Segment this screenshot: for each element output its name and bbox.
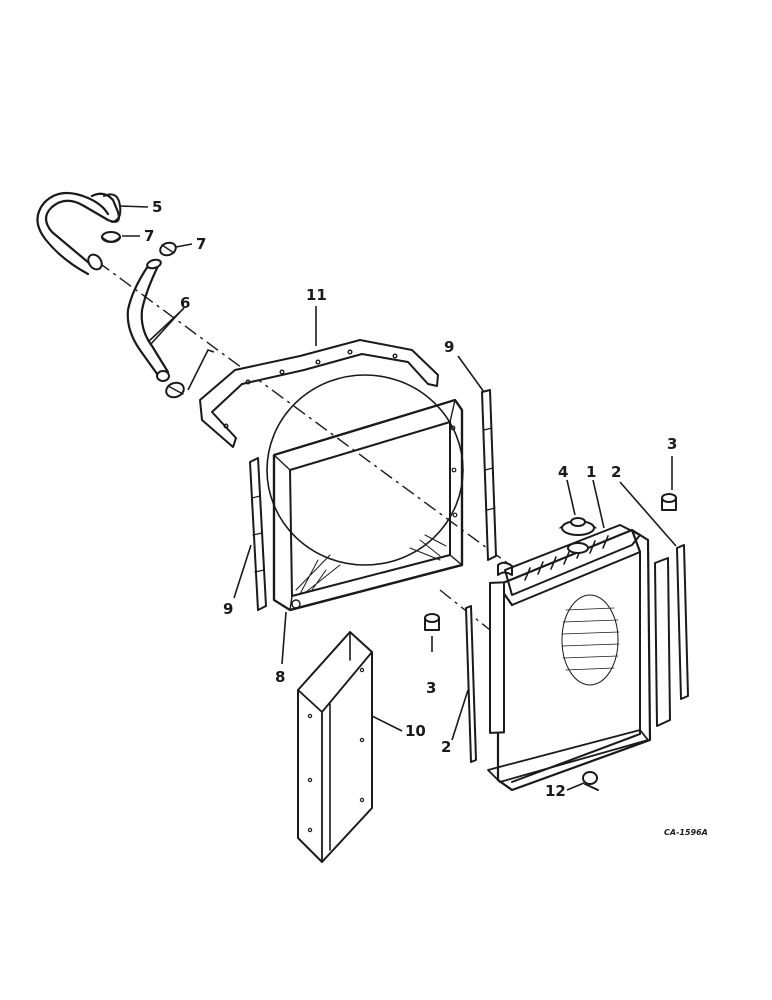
figure-code: CA-1596A bbox=[664, 828, 708, 837]
leader-lines bbox=[119, 205, 677, 791]
callout-3-left: 3 bbox=[426, 679, 436, 697]
callout-6: 6 bbox=[180, 294, 190, 312]
centerline-lower bbox=[439, 589, 491, 631]
callout-12: 12 bbox=[545, 782, 566, 800]
upper-hose bbox=[36, 191, 122, 276]
seal-strip-left bbox=[249, 457, 267, 611]
callout-8: 8 bbox=[275, 668, 285, 686]
callout-5: 5 bbox=[152, 198, 162, 216]
hose-clamp-upper bbox=[101, 231, 121, 243]
fan-shroud bbox=[266, 374, 464, 612]
drain-plug-right bbox=[661, 493, 677, 511]
callout-3-right: 3 bbox=[667, 435, 677, 453]
lower-hose bbox=[126, 258, 170, 382]
radiator-cap bbox=[559, 517, 597, 536]
drain-plug-left bbox=[424, 613, 440, 631]
callout-2-left: 2 bbox=[441, 738, 451, 756]
callout-9-right: 9 bbox=[444, 338, 454, 356]
callout-7-middle: 7 bbox=[196, 235, 206, 253]
seal-strip-right bbox=[481, 389, 497, 561]
side-seal-right bbox=[676, 544, 689, 700]
hose-clamp-lower bbox=[165, 381, 185, 399]
radiator bbox=[487, 524, 671, 792]
callout-7-upper: 7 bbox=[144, 227, 154, 245]
drain-cock bbox=[582, 771, 599, 791]
shroud-bracket bbox=[199, 339, 439, 448]
side-seal-left bbox=[465, 605, 477, 763]
callout-9-left: 9 bbox=[223, 600, 233, 618]
lower-baffle bbox=[297, 631, 373, 863]
callout-4: 4 bbox=[558, 463, 568, 481]
callout-10: 10 bbox=[405, 722, 426, 740]
centerline bbox=[97, 261, 511, 566]
callout-11: 11 bbox=[306, 286, 327, 304]
callout-1: 1 bbox=[586, 463, 596, 481]
hose-clamp-middle bbox=[159, 241, 177, 257]
callout-2-right: 2 bbox=[611, 463, 621, 481]
